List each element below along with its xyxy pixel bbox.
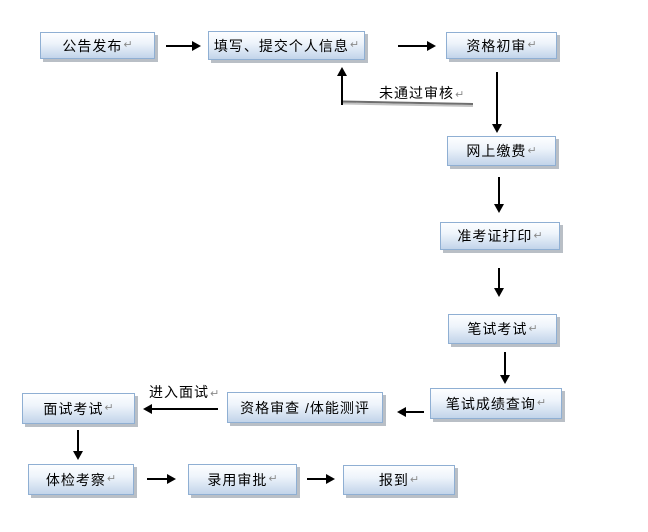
return-mark-icon: ↵ xyxy=(123,39,133,51)
node-qual-fitness: 资格审查 /体能测评 xyxy=(227,392,383,423)
return-mark-icon: ↵ xyxy=(268,473,278,485)
node-approval-label: 录用审批 xyxy=(207,471,268,488)
arrow-fill-to-prelim xyxy=(398,41,436,51)
node-physical-check-label: 体检考察 xyxy=(45,471,106,488)
return-mark-icon: ↵ xyxy=(104,402,114,414)
node-physical-check: 体检考察↵ xyxy=(28,464,134,495)
return-mark-icon: ↵ xyxy=(536,397,547,409)
return-mark-icon: ↵ xyxy=(106,473,117,485)
return-mark-icon: ↵ xyxy=(409,473,420,486)
arrow-score-to-qual xyxy=(397,407,424,417)
node-score-query: 笔试成绩查询↵ xyxy=(430,388,562,419)
return-mark-icon: ↵ xyxy=(527,144,537,157)
node-report: 报到↵ xyxy=(343,465,455,495)
node-fill-submit-label: 填写、提交个人信息 xyxy=(213,37,349,54)
node-announce-label: 公告发布 xyxy=(62,37,123,54)
node-ticket-print: 准考证打印↵ xyxy=(440,222,560,250)
node-announce: 公告发布↵ xyxy=(40,32,155,59)
node-report-label: 报到 xyxy=(378,472,409,488)
arrow-qual-to-interview xyxy=(143,404,218,414)
node-prelim-review: 资格初审↵ xyxy=(446,32,557,59)
node-fill-submit: 填写、提交个人信息↵ xyxy=(208,31,365,60)
node-interview: 面试考试↵ xyxy=(22,393,135,424)
arrow-interview-to-physical xyxy=(73,430,83,460)
node-interview-label: 面试考试 xyxy=(43,400,104,417)
label-fail-review: 未通过审核↵ xyxy=(379,83,464,103)
return-mark-icon: ↵ xyxy=(349,39,360,51)
return-mark-icon: ↵ xyxy=(528,322,538,335)
node-online-pay-label: 网上缴费 xyxy=(466,143,527,159)
node-written-exam: 笔试考试↵ xyxy=(448,314,557,344)
label-to-interview: 进入面试↵ xyxy=(149,382,219,402)
arrow-announce-to-fill xyxy=(166,41,201,51)
node-written-exam-label: 笔试考试 xyxy=(467,321,528,337)
node-prelim-review-label: 资格初审 xyxy=(466,37,527,54)
node-score-query-label: 笔试成绩查询 xyxy=(445,395,536,412)
arrow-approval-to-report xyxy=(307,474,335,484)
arrow-prelim-to-pay xyxy=(492,72,502,133)
label-to-interview-text: 进入面试 xyxy=(149,384,209,400)
arrow-pay-to-ticket xyxy=(494,177,504,213)
node-approval: 录用审批↵ xyxy=(188,464,297,495)
return-mark-icon: ↵ xyxy=(533,229,543,242)
arrow-ticket-to-written xyxy=(494,268,504,297)
node-qual-fitness-label: 资格审查 /体能测评 xyxy=(240,399,370,416)
label-fail-review-text: 未通过审核 xyxy=(379,85,454,101)
node-online-pay: 网上缴费↵ xyxy=(447,136,556,166)
return-mark-icon: ↵ xyxy=(455,89,465,101)
arrow-physical-to-approval xyxy=(147,474,176,484)
return-mark-icon: ↵ xyxy=(527,39,537,51)
node-ticket-print-label: 准考证打印 xyxy=(457,228,533,244)
return-mark-icon: ↵ xyxy=(210,388,220,400)
arrow-fail-return-up xyxy=(337,67,347,105)
arrow-written-to-score xyxy=(500,352,510,384)
